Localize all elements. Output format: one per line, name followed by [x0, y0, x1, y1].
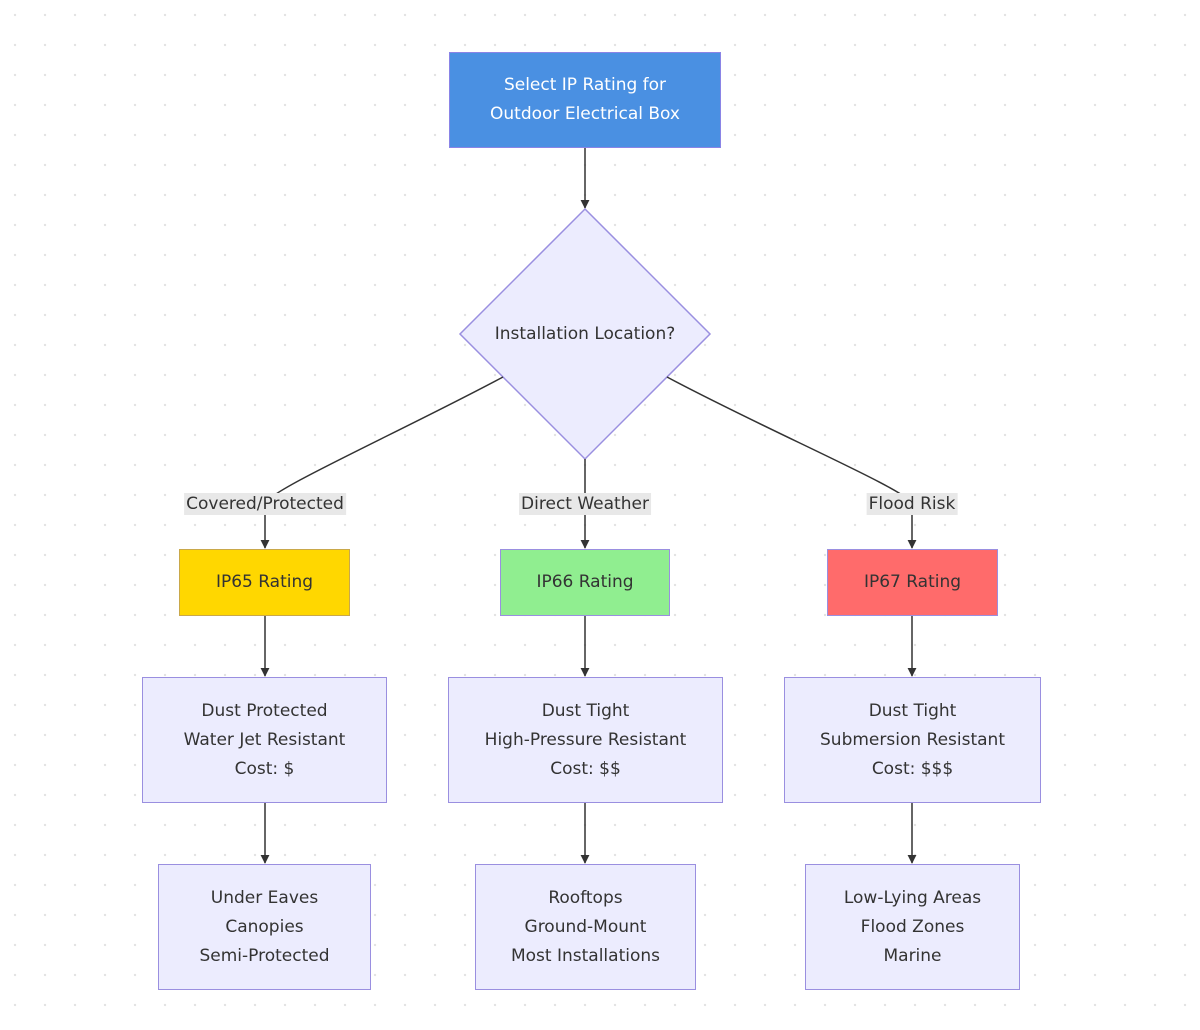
ip67-application: Low-Lying Areas [843, 887, 982, 908]
edge-label-flood-risk: Flood Risk [866, 493, 958, 515]
edge-decision-to-ip65 [260, 376, 504, 549]
edge-decision-to-ip67 [666, 376, 917, 549]
ip66-properties-node: Dust Tight High-Pressure Resistant Cost:… [448, 677, 723, 803]
ip67-property: Submersion Resistant [820, 729, 1005, 750]
ip66-application: Most Installations [510, 945, 660, 966]
ip65-property: Water Jet Resistant [183, 729, 346, 750]
ip66-property: Dust Tight [541, 700, 630, 721]
ip67-application: Flood Zones [860, 916, 965, 937]
start-line-1: Select IP Rating for [503, 75, 667, 95]
ip67-properties-node: Dust Tight Submersion Resistant Cost: $$… [784, 677, 1041, 803]
ip65-cost: Cost: $ [234, 758, 295, 779]
ip67-cost: Cost: $$$ [871, 758, 954, 779]
ip67-application: Marine [883, 945, 942, 966]
ip66-application: Rooftops [548, 887, 623, 908]
start-node: Select IP Rating for Outdoor Electrical … [449, 52, 721, 148]
ip67-property: Dust Tight [868, 700, 957, 721]
start-line-2: Outdoor Electrical Box [490, 104, 680, 124]
ip65-application: Semi-Protected [199, 945, 330, 966]
ip65-properties-node: Dust Protected Water Jet Resistant Cost:… [142, 677, 387, 803]
ip67-rating-label: IP67 Rating [863, 572, 962, 592]
ip65-applications-node: Under Eaves Canopies Semi-Protected [158, 864, 371, 990]
ip67-applications-node: Low-Lying Areas Flood Zones Marine [805, 864, 1020, 990]
decision-label: Installation Location? [494, 324, 676, 344]
ip65-application: Canopies [225, 916, 304, 937]
edge-label-direct-weather: Direct Weather [519, 493, 651, 515]
edge-label-covered: Covered/Protected [184, 493, 346, 515]
ip67-rating-node: IP67 Rating [827, 549, 998, 616]
ip65-rating-node: IP65 Rating [179, 549, 350, 616]
ip65-property: Dust Protected [201, 700, 328, 721]
ip66-property: High-Pressure Resistant [484, 729, 687, 750]
ip66-application: Ground-Mount [524, 916, 647, 937]
ip66-applications-node: Rooftops Ground-Mount Most Installations [475, 864, 696, 990]
ip65-application: Under Eaves [210, 887, 319, 908]
ip65-rating-label: IP65 Rating [215, 572, 314, 592]
ip66-cost: Cost: $$ [550, 758, 621, 779]
ip66-rating-label: IP66 Rating [536, 572, 634, 592]
ip66-rating-node: IP66 Rating [500, 549, 670, 616]
